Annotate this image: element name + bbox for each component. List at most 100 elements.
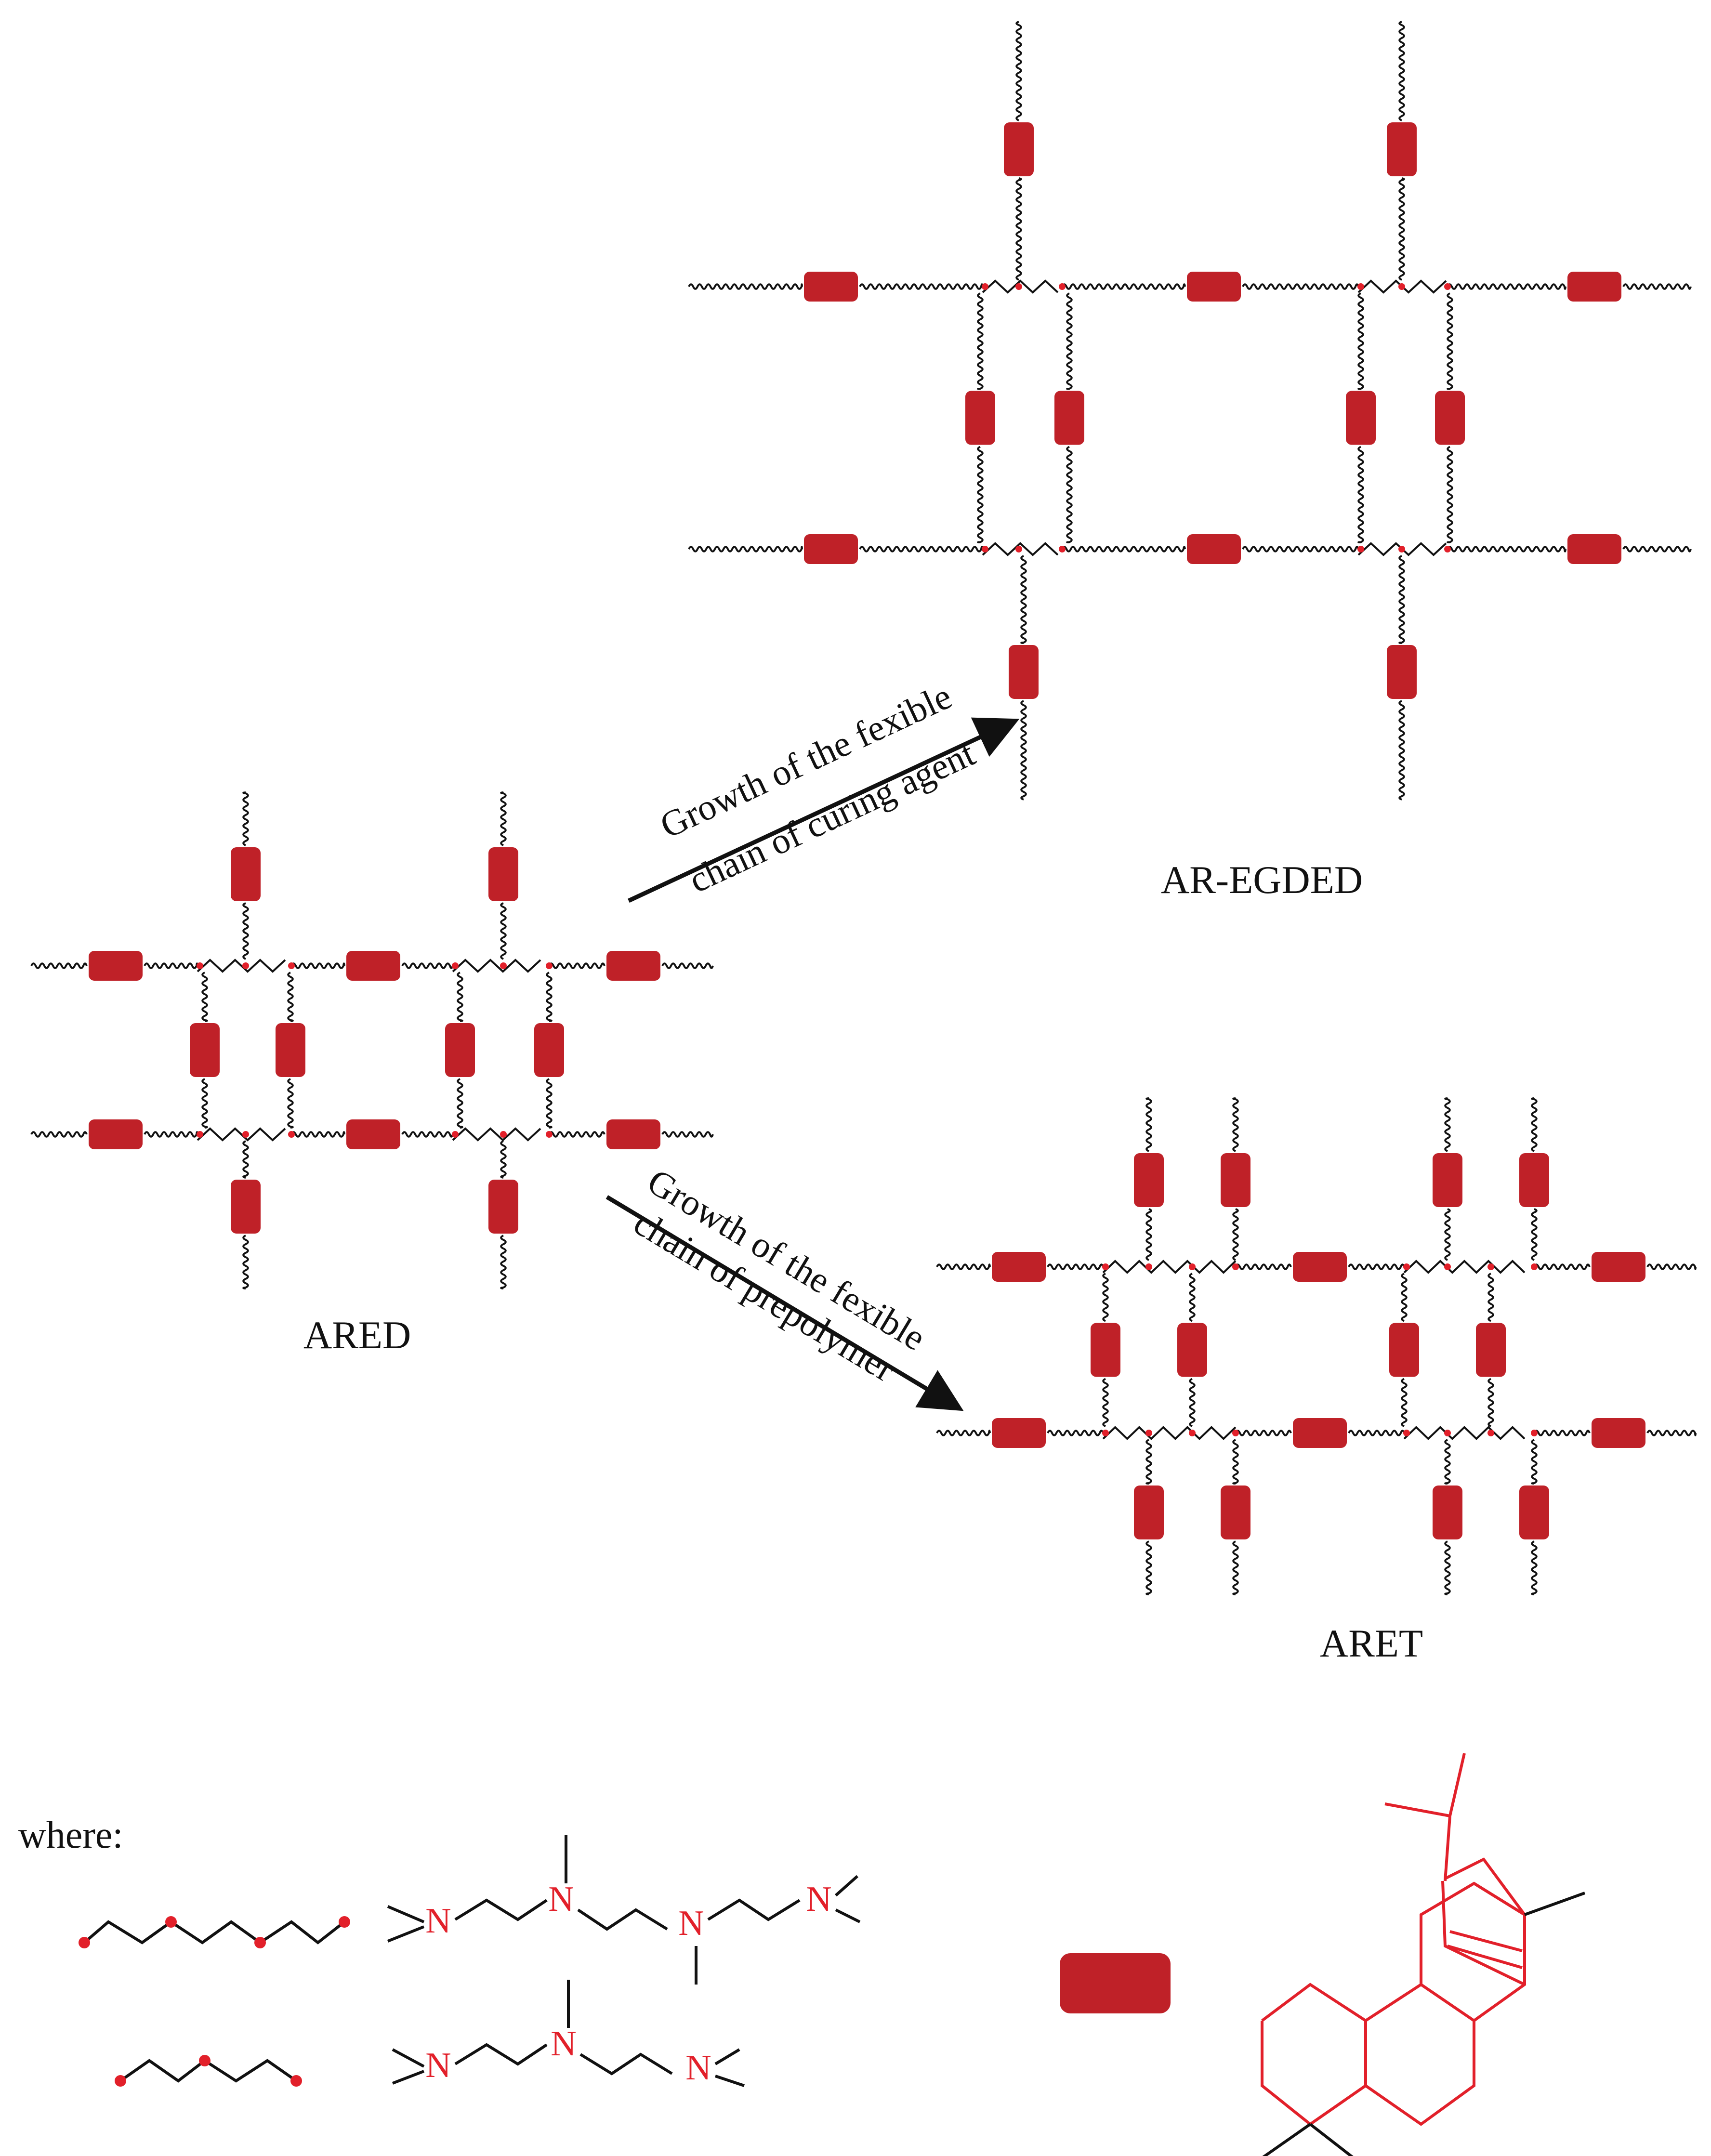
reactive-site-dot (1444, 283, 1451, 290)
rosin-block (1091, 1323, 1120, 1377)
flexible-chain (1447, 446, 1453, 543)
rosin-block (1435, 391, 1465, 445)
rosin-block (346, 951, 400, 981)
reactive-site-dot (1102, 1430, 1109, 1436)
flexible-chain (1020, 555, 1027, 644)
rosin-block (346, 1119, 400, 1149)
rosin-block (804, 272, 858, 302)
flexible-chain (144, 962, 198, 969)
flexible-chain (1189, 1378, 1196, 1427)
reactive-site-dot (1444, 1430, 1451, 1436)
flexible-chain (1145, 1097, 1152, 1152)
alkene (1447, 1945, 1523, 1969)
isopropyl (1384, 1802, 1452, 1881)
rosin-block (445, 1023, 475, 1077)
rosin-block (1293, 1252, 1347, 1282)
flexible-chain (1444, 1439, 1451, 1485)
amine-backbone (1403, 1260, 1526, 1274)
methyl-bond (387, 1925, 425, 1943)
flexible-chain (290, 1131, 345, 1138)
amine-backbone (1102, 1426, 1237, 1440)
rosin-block (231, 1180, 261, 1234)
flexible-chain (1232, 1540, 1239, 1595)
reactive-site-dot (1189, 1263, 1196, 1270)
reactive-site-dot (1015, 546, 1022, 552)
flexible-chain (936, 1263, 991, 1270)
flexible-chain (1242, 283, 1359, 290)
rosin-block (1221, 1486, 1250, 1539)
amine-backbone (982, 279, 1059, 294)
reactive-site-dot (982, 546, 988, 552)
rosin-block (488, 847, 518, 901)
rosin-block (1387, 645, 1417, 699)
reactive-site-dot (1531, 1430, 1538, 1436)
flexible-chain (1145, 1540, 1152, 1595)
rosin-block (1567, 534, 1621, 564)
legend-where-label: where: (18, 1814, 123, 1856)
flexible-chain (1357, 292, 1364, 390)
reactive-site-dot (1403, 1430, 1410, 1436)
rosin-block (1592, 1252, 1645, 1282)
reactive-site-dot (1145, 1430, 1152, 1436)
flexible-chain (242, 1235, 249, 1289)
rosin-block (606, 1119, 660, 1149)
legend-rosin-block (1060, 1953, 1171, 2013)
amine-backbone (452, 959, 541, 973)
reactive-site-dot (1403, 1263, 1410, 1270)
rosin-block (1387, 122, 1417, 176)
reactive-site-dot (546, 962, 553, 969)
flexible-chain (1242, 546, 1359, 552)
flexible-chain (500, 791, 507, 846)
reactive-site-dot (197, 962, 203, 969)
nitrogen-atom: N (806, 1880, 831, 1919)
rosin-block (1433, 1153, 1462, 1207)
reactive-site-dot (982, 283, 988, 290)
flexible-chain (1622, 546, 1692, 552)
flexible-chain (1047, 1263, 1104, 1270)
flexible-chain (1487, 1273, 1494, 1322)
nitrogen-atom: N (685, 2048, 711, 2088)
rosin-block (89, 1119, 143, 1149)
flexible-chain (1646, 1263, 1697, 1270)
flexible-chain (1447, 283, 1566, 290)
rosin-block (1177, 1323, 1207, 1377)
reactive-site-dot (1398, 283, 1405, 290)
flexible-chain (30, 1131, 88, 1138)
reactive-site-dot (290, 2075, 302, 2087)
spacer-chain-long (83, 1920, 345, 1945)
flexible-chain (1447, 292, 1453, 390)
amine-backbone (1403, 1426, 1526, 1440)
reactive-site-dot (199, 2055, 211, 2066)
rosin-block (1054, 391, 1084, 445)
reactive-site-dot (1102, 1263, 1109, 1270)
reactive-site-dot (1015, 283, 1022, 290)
flexible-chain (1401, 1378, 1408, 1427)
flexible-chain (661, 962, 714, 969)
flexible-chain (688, 283, 803, 290)
legend-spacer-long (79, 1916, 350, 1948)
nitrogen-atom: N (551, 2024, 576, 2064)
flexible-chain (1235, 1263, 1292, 1270)
reactive-site-dot (288, 1131, 295, 1138)
reactive-site-dot (1398, 546, 1405, 552)
gem-dimethyl (1262, 2123, 1311, 2156)
arrow-to-ar-egded (628, 717, 1020, 903)
reactive-site-dot (1357, 283, 1364, 290)
legend-spacer-short (115, 2055, 302, 2087)
flexible-chain (1531, 1540, 1538, 1595)
flexible-chain (1047, 1430, 1104, 1436)
rosin-block (992, 1418, 1046, 1448)
flexible-chain (242, 791, 249, 846)
rosin-block (1187, 272, 1241, 302)
flexible-chain (1646, 1430, 1697, 1436)
amine-backbone (982, 542, 1059, 556)
reactive-site-dot (546, 1131, 553, 1138)
flexible-chain (1145, 1439, 1152, 1485)
flexible-chain (1102, 1273, 1109, 1322)
rosin-block (1567, 272, 1621, 302)
isopropyl (1448, 1753, 1466, 1816)
nitrogen-atom: N (548, 1880, 574, 1919)
ethylene-bond (454, 1898, 548, 1921)
flexible-chain (1444, 1097, 1451, 1152)
